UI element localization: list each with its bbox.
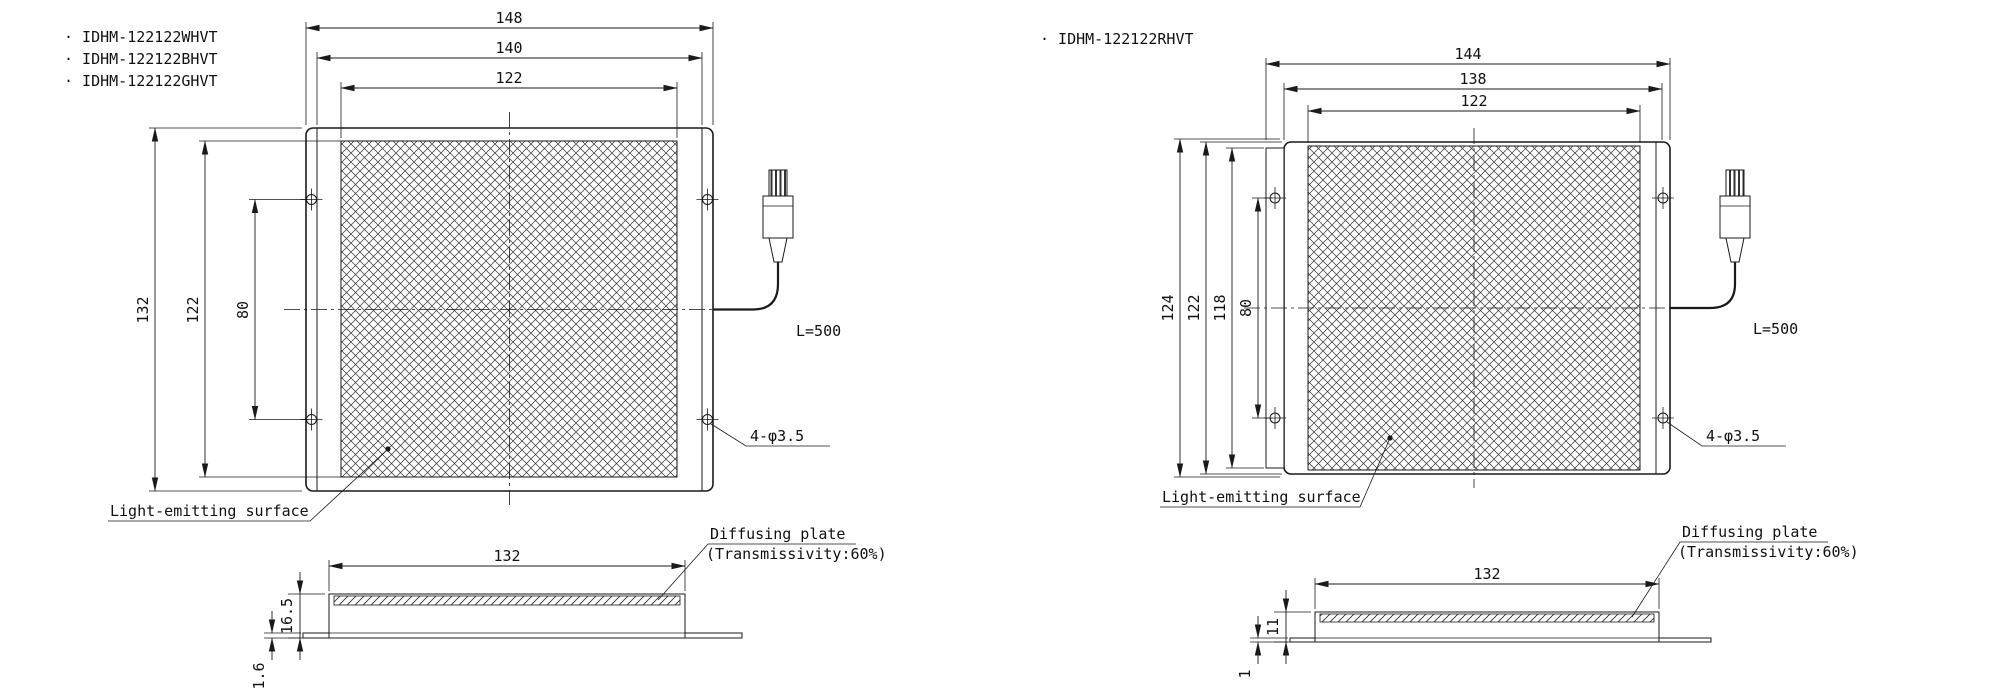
dim-width-emit-right: 122 bbox=[1307, 92, 1641, 143]
diffusing-callout-right: Diffusing plate (Transmissivity:60%) bbox=[1631, 523, 1859, 618]
model-number: · IDHM-122122GHVT bbox=[64, 72, 218, 90]
mounting-tab bbox=[302, 632, 330, 639]
model-number: · IDHM-122122WHVT bbox=[64, 28, 218, 46]
diffusing-plate-label: Diffusing plate bbox=[1682, 523, 1817, 541]
dim-side-base-right: 1 bbox=[1236, 616, 1288, 679]
light-emitting-area bbox=[340, 140, 678, 478]
model-list-left: · IDHM-122122WHVT · IDHM-122122BHVT · ID… bbox=[64, 28, 218, 90]
dim-side-height-left: 16.5 bbox=[278, 572, 325, 660]
leader-line bbox=[108, 448, 389, 522]
left-drawing: · IDHM-122122WHVT · IDHM-122122BHVT · ID… bbox=[64, 9, 887, 690]
dim-side-width-left: 132 bbox=[328, 547, 686, 591]
dim-height-emit-left: 122 bbox=[184, 140, 344, 478]
diffusing-plate-sub: (Transmissivity:60%) bbox=[706, 545, 887, 563]
cable-length-label: L=500 bbox=[796, 322, 841, 340]
diffusing-plate-sub: (Transmissivity:60%) bbox=[1678, 543, 1859, 561]
dimension-value: 148 bbox=[495, 9, 522, 27]
leader-dot bbox=[385, 446, 391, 452]
dimension-value: 122 bbox=[1460, 92, 1487, 110]
mounting-holes-right bbox=[1264, 187, 1674, 429]
side-view-right: 132 11 1 Diffusing plate (Transmissivity… bbox=[1236, 523, 1859, 679]
dimension-value: 132 bbox=[134, 296, 152, 323]
connector-body bbox=[762, 195, 794, 239]
dimension-value: 144 bbox=[1454, 45, 1481, 63]
model-number: · IDHM-122122BHVT bbox=[64, 50, 218, 68]
connector-plug-icon bbox=[768, 169, 788, 197]
dim-width-body-right: 138 bbox=[1283, 70, 1663, 140]
mounting-tab bbox=[1289, 637, 1316, 643]
holes-note: 4-φ3.5 bbox=[750, 427, 804, 445]
holes-callout-left: 4-φ3.5 bbox=[710, 423, 830, 447]
mounting-tab bbox=[1658, 637, 1712, 643]
emitting-callout-left: Light-emitting surface bbox=[108, 446, 391, 522]
connector-boot bbox=[1725, 237, 1745, 263]
hole-centermark bbox=[1652, 407, 1674, 429]
dim-height-outer-right: 124 bbox=[1159, 138, 1280, 478]
dimension-value: 132 bbox=[493, 547, 520, 565]
mounting-tab bbox=[684, 632, 743, 639]
cable bbox=[713, 262, 780, 311]
dim-hole-spacing-left: 80 bbox=[234, 199, 308, 420]
dim-height-frame-right: 122 bbox=[1185, 141, 1282, 475]
top-view-left: 148 140 122 132 bbox=[108, 9, 841, 522]
dim-height-bar-right: 118 bbox=[1211, 147, 1264, 469]
holes-callout-right: 4-φ3.5 bbox=[1666, 421, 1786, 447]
emitting-surface-label: Light-emitting surface bbox=[1162, 488, 1361, 506]
dim-width-emit-left: 122 bbox=[340, 69, 678, 138]
right-drawing: · IDHM-122122RHVT bbox=[1040, 30, 1859, 679]
connector-body bbox=[1719, 195, 1751, 239]
emitting-callout-right: Light-emitting surface bbox=[1160, 435, 1393, 508]
dim-width-outer-right: 144 bbox=[1265, 45, 1671, 140]
leader-dot bbox=[1387, 435, 1393, 441]
dimension-value: 16.5 bbox=[278, 598, 296, 634]
dim-side-height-right: 11 bbox=[1264, 590, 1311, 664]
dim-width-body-left: 140 bbox=[316, 39, 703, 125]
dimension-value: 118 bbox=[1211, 294, 1229, 321]
hole-centermark bbox=[696, 188, 719, 211]
hole-centermark bbox=[696, 408, 719, 431]
dimension-value: 122 bbox=[184, 296, 202, 323]
leader-line bbox=[1666, 421, 1786, 447]
cable-and-connector-left bbox=[713, 169, 794, 311]
dimension-value: 122 bbox=[495, 69, 522, 87]
cable bbox=[1670, 262, 1737, 310]
dimension-value: 138 bbox=[1459, 70, 1486, 88]
model-list-right: · IDHM-122122RHVT bbox=[1040, 30, 1194, 48]
dimension-value: 1.6 bbox=[250, 662, 268, 689]
connector-plug-icon bbox=[1725, 169, 1745, 197]
dimension-value: 122 bbox=[1185, 294, 1203, 321]
connector-boot bbox=[768, 237, 788, 263]
dim-width-outer-left: 148 bbox=[305, 9, 714, 125]
diffusing-plate-strip bbox=[333, 595, 681, 606]
dim-side-base-left: 1.6 bbox=[250, 611, 301, 690]
cable-length-label: L=500 bbox=[1753, 320, 1798, 338]
diffusing-plate-label: Diffusing plate bbox=[710, 525, 845, 543]
dim-hole-spacing-right: 80 bbox=[1237, 197, 1272, 419]
holes-note: 4-φ3.5 bbox=[1706, 427, 1760, 445]
leader-line bbox=[710, 423, 830, 447]
dimension-value: 1 bbox=[1236, 669, 1254, 678]
dimension-value: 132 bbox=[1473, 565, 1500, 583]
diffusing-plate-strip bbox=[1319, 613, 1655, 623]
leader-line bbox=[1631, 541, 1828, 618]
leader-line bbox=[657, 543, 856, 601]
dimension-value: 140 bbox=[495, 39, 522, 57]
dimension-value: 124 bbox=[1159, 294, 1177, 321]
dim-height-outer-left: 132 bbox=[134, 127, 302, 492]
side-view-left: 132 16.5 1.6 Diffusing plate (Transmissi… bbox=[250, 525, 887, 690]
dimension-value: 80 bbox=[234, 301, 252, 319]
dimension-value: 11 bbox=[1264, 618, 1282, 636]
leader-line bbox=[1160, 437, 1391, 508]
emitting-surface-label: Light-emitting surface bbox=[110, 502, 309, 520]
top-view-right: 144 138 122 124 bbox=[1159, 45, 1798, 508]
diffusing-callout-left: Diffusing plate (Transmissivity:60%) bbox=[657, 525, 887, 601]
dim-side-width-right: 132 bbox=[1314, 565, 1660, 609]
hole-centermark bbox=[1652, 187, 1674, 209]
dimension-value: 80 bbox=[1237, 299, 1255, 317]
model-number: · IDHM-122122RHVT bbox=[1040, 30, 1194, 48]
cable-and-connector-right bbox=[1670, 169, 1751, 310]
